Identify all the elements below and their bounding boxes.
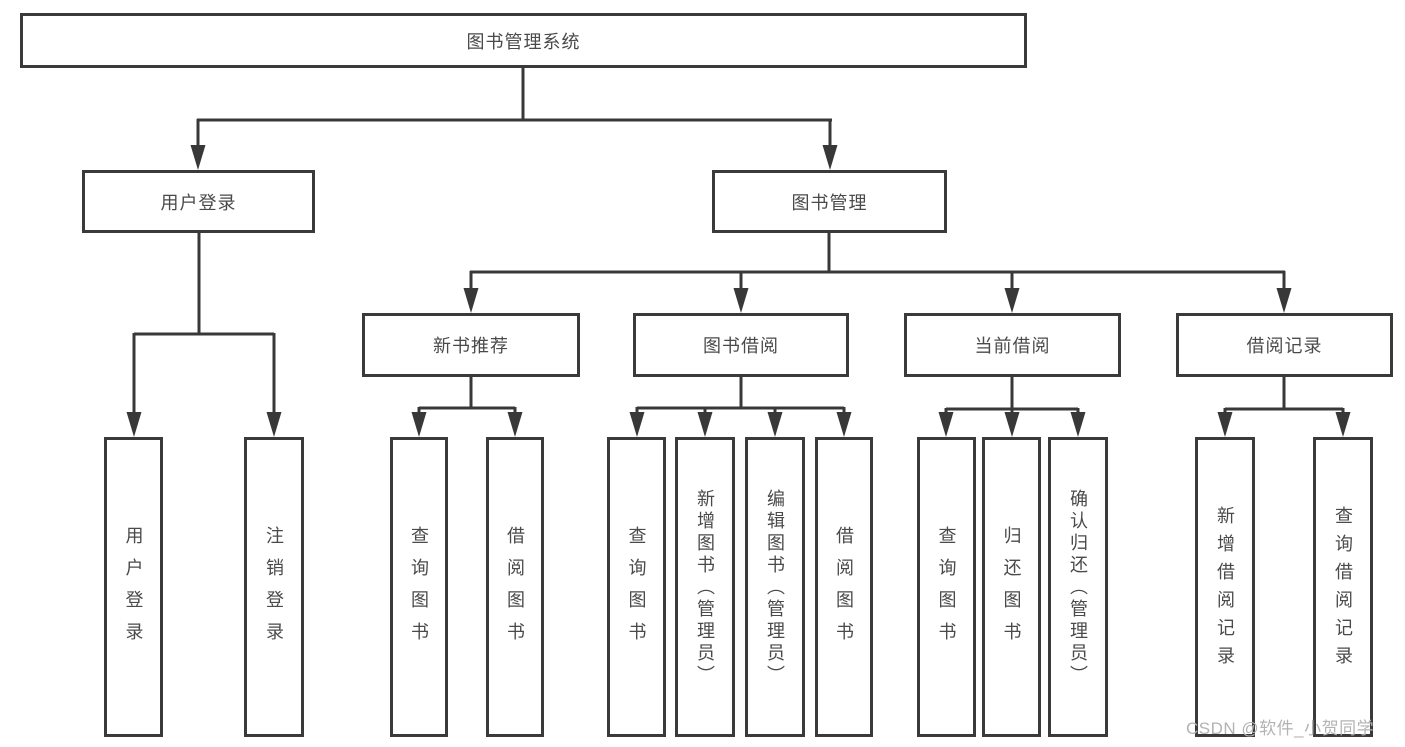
csdn-watermark: CSDN @软件_小贺同学 [1186, 719, 1375, 738]
leaf-borrowing-borrow-books-label: 借阅图书 [834, 526, 854, 654]
node-borrow-records: 借阅记录 [1176, 313, 1393, 377]
leaf-logout-label: 注销登录 [264, 526, 284, 654]
leaf-user-login-label: 用户登录 [123, 526, 144, 654]
leaf-user-login: 用户登录 [104, 437, 163, 737]
node-book-management-label: 图书管理 [791, 192, 868, 213]
leaf-newbooks-query-books: 查询图书 [390, 437, 448, 737]
leaf-add-borrow-record: 新增借阅记录 [1195, 437, 1255, 737]
leaf-logout: 注销登录 [244, 437, 304, 737]
leaf-return-books: 归还图书 [982, 437, 1041, 737]
leaf-query-borrow-record-label: 查询借阅记录 [1333, 506, 1353, 674]
node-new-book-recommend: 新书推荐 [362, 313, 580, 377]
leaf-confirm-return-admin: 确认归还（管理员） [1048, 437, 1108, 737]
leaf-borrowing-query-books-label: 查询图书 [626, 526, 647, 654]
leaf-add-borrow-record-label: 新增借阅记录 [1215, 506, 1235, 674]
node-root-label: 图书管理系统 [466, 31, 581, 52]
leaf-borrowing-borrow-books: 借阅图书 [815, 437, 873, 737]
leaf-current-query-books: 查询图书 [917, 437, 976, 737]
node-borrow-records-label: 借阅记录 [1246, 336, 1323, 356]
leaf-edit-books-admin: 编辑图书（管理员） [745, 437, 805, 737]
node-root-system: 图书管理系统 [20, 13, 1027, 68]
node-current-borrowing-label: 当前借阅 [974, 336, 1051, 356]
leaf-add-books-admin-label: 新增图书（管理员） [695, 489, 715, 687]
leaf-borrowing-query-books: 查询图书 [607, 437, 666, 737]
leaf-query-borrow-record: 查询借阅记录 [1313, 437, 1373, 737]
node-user-login-label: 用户登录 [160, 192, 237, 213]
leaf-newbooks-query-books-label: 查询图书 [409, 526, 429, 654]
leaf-return-books-label: 归还图书 [1001, 526, 1022, 654]
node-new-book-recommend-label: 新书推荐 [433, 336, 509, 356]
leaf-current-query-books-label: 查询图书 [936, 526, 957, 654]
node-book-borrowing: 图书借阅 [633, 313, 849, 377]
leaf-add-books-admin: 新增图书（管理员） [675, 437, 735, 737]
leaf-newbooks-borrow-books: 借阅图书 [486, 437, 544, 737]
leaf-confirm-return-admin-label: 确认归还（管理员） [1068, 489, 1088, 687]
node-book-borrowing-label: 图书借阅 [703, 336, 779, 356]
leaf-edit-books-admin-label: 编辑图书（管理员） [765, 489, 785, 687]
leaf-newbooks-borrow-books-label: 借阅图书 [505, 526, 525, 654]
node-user-login: 用户登录 [82, 170, 315, 233]
node-current-borrowing: 当前借阅 [904, 313, 1121, 377]
node-book-management: 图书管理 [712, 170, 947, 233]
